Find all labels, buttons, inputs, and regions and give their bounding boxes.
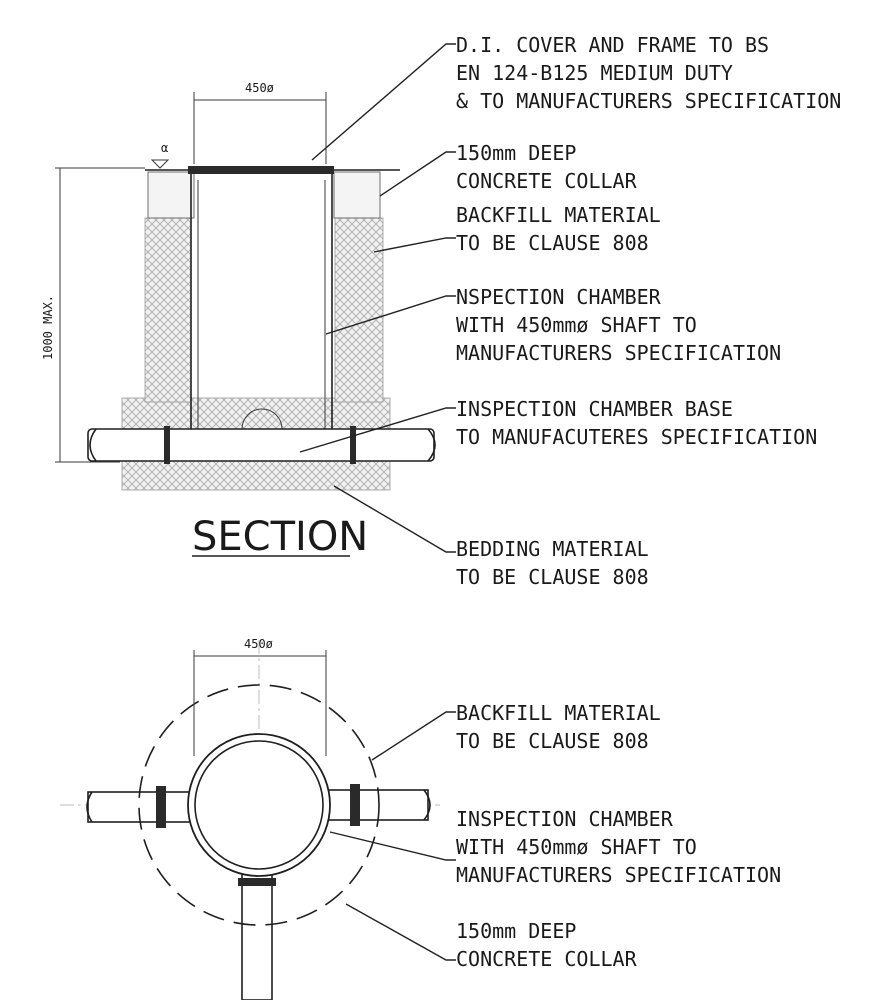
callout-bedding: BEDDING MATERIAL TO BE CLAUSE 808 (456, 537, 661, 589)
section-cover-marker: α (161, 141, 168, 155)
pipe-end-right (427, 428, 436, 462)
concrete-collar-right (333, 171, 381, 219)
di-cover-and-frame (188, 166, 334, 174)
section-dim-diameter: 450ø (245, 81, 274, 95)
pipe-joint-right (350, 426, 356, 464)
pipe-joint-left (164, 426, 170, 464)
plan-chamber-outer (187, 733, 331, 877)
callout-backfill: BACKFILL MATERIAL TO BE CLAUSE 808 (456, 203, 673, 255)
plan-joint-left (156, 786, 166, 828)
plan-pipe-right (325, 789, 429, 821)
plan-collar-circle (138, 684, 380, 926)
callout-chamber-base: INSPECTION CHAMBER BASE TO MANUFACUTERES… (456, 397, 817, 449)
plan-dim-diameter: 450ø (244, 637, 273, 651)
channel-invert (241, 408, 283, 430)
callout-concrete-collar: 150mm DEEP CONCRETE COLLAR (456, 141, 638, 193)
section-view: 450ø 1000 MAX. α SECTION D.I. COVER AND … (41, 33, 841, 589)
callout-inspection-chamber: NSPECTION CHAMBER WITH 450mmø SHAFT TO M… (456, 285, 781, 365)
concrete-collar-left (147, 171, 195, 219)
pipe-end-left (89, 428, 97, 462)
section-dim-height: 1000 MAX. (41, 295, 55, 360)
backfill-right (334, 217, 384, 403)
section-title: SECTION (192, 514, 368, 560)
plan-view: 450ø BACKFILL MATERIAL TO BE CLAUSE 808 … (60, 637, 781, 1000)
pipe-section (87, 428, 435, 462)
plan-callout-inspection-chamber: INSPECTION CHAMBER WITH 450mmø SHAFT TO … (456, 807, 781, 887)
backfill-left (144, 217, 192, 403)
callout-cover-frame: D.I. COVER AND FRAME TO BS EN 124-B125 M… (456, 33, 841, 113)
plan-joint-right (350, 784, 360, 826)
plan-callout-backfill: BACKFILL MATERIAL TO BE CLAUSE 808 (456, 701, 673, 753)
plan-chamber-inner (194, 740, 324, 870)
plan-joint-bottom (238, 878, 276, 886)
plan-callout-concrete-collar: 150mm DEEP CONCRETE COLLAR (456, 919, 638, 971)
plan-pipe-bottom (241, 867, 273, 1000)
